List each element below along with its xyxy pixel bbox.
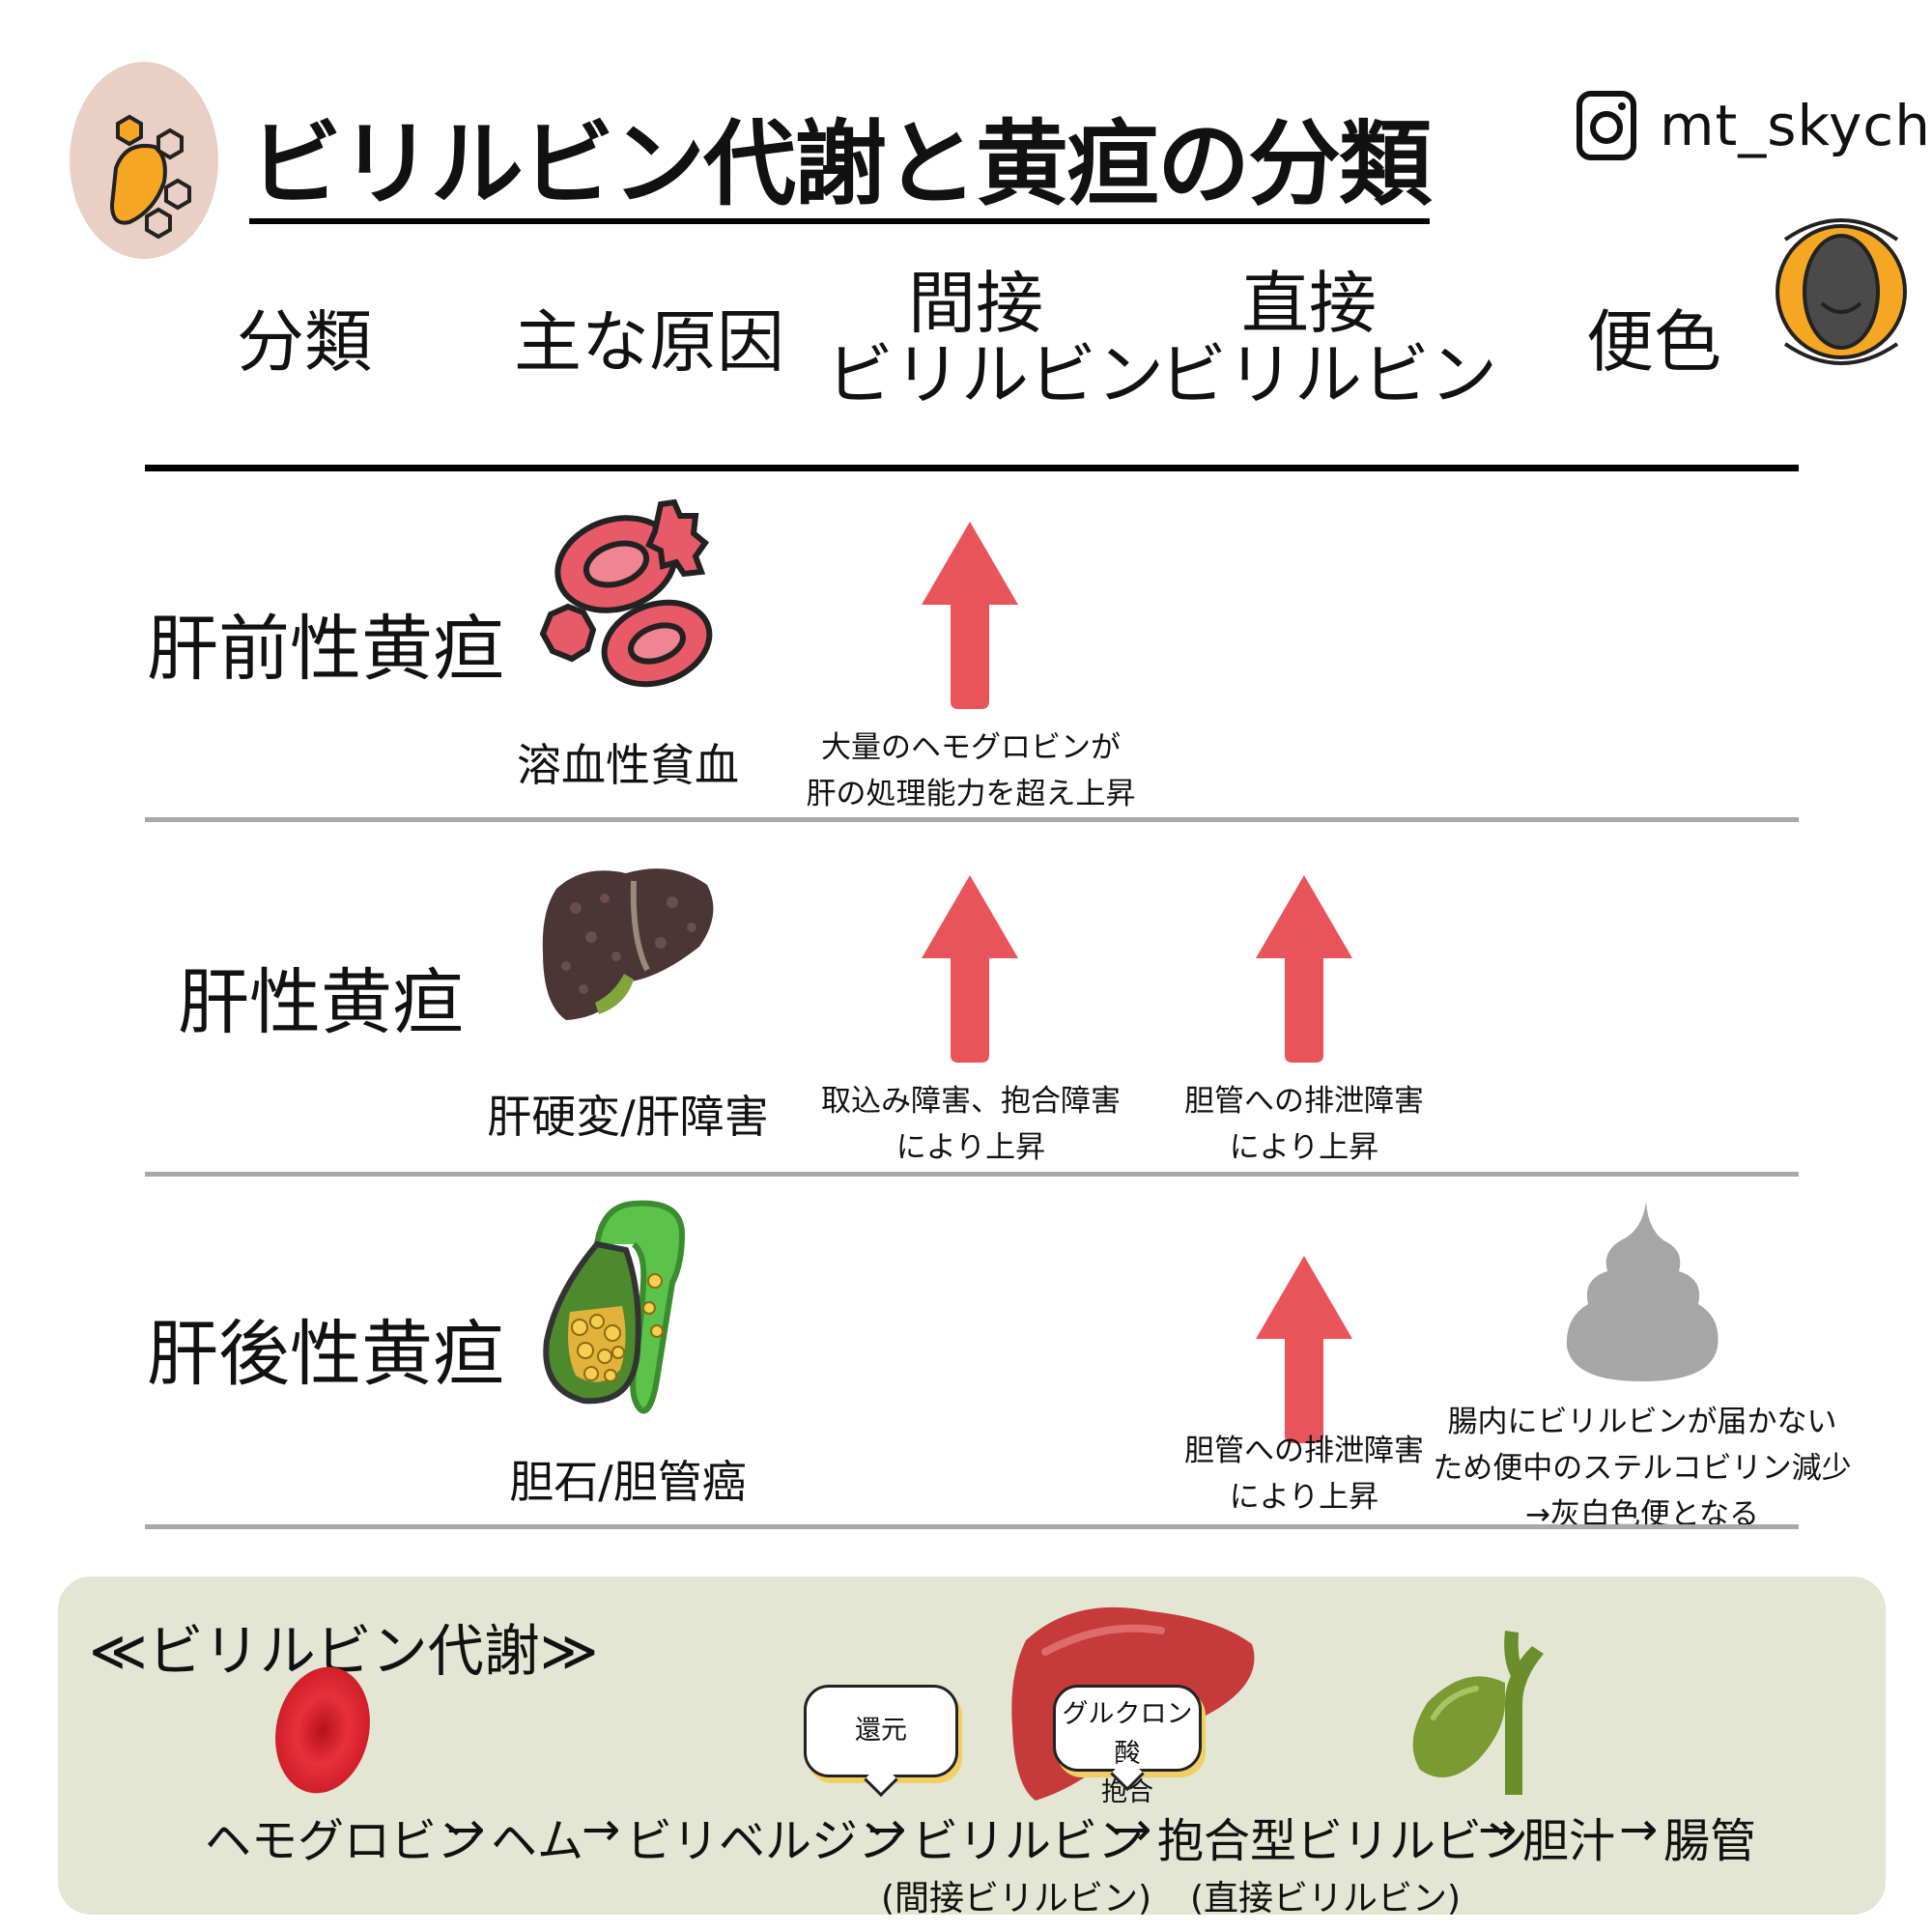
note-line: 胆管への排泄障害 <box>1184 1084 1424 1119</box>
flow-arrow: → <box>582 1803 621 1857</box>
row-divider <box>145 817 1799 822</box>
flow-arrow: → <box>446 1803 486 1857</box>
cirrhotic-liver-icon <box>542 868 714 1020</box>
header-indirect-line1: 間接 <box>908 264 1043 343</box>
flow-arrow: → <box>1619 1803 1659 1857</box>
cause-gallstone-cholangiocarcinoma: 胆石/胆管癌 <box>509 1456 747 1508</box>
sub-direct-bilirubin: (直接ビリルビン) <box>1190 1879 1462 1918</box>
flow-bilirubin: ビリルビン <box>912 1814 1145 1868</box>
row-label-posthepatic: 肝後性黄疸 <box>147 1313 504 1396</box>
flow-intestine: 腸管 <box>1663 1814 1757 1868</box>
note-prehepatic-indirect: 大量のヘモグロビンが 肝の処理能力を超え上昇 <box>802 724 1140 817</box>
flow-arrow: → <box>867 1803 907 1857</box>
gallbladder-icon <box>1412 1631 1544 1795</box>
note-line: 胆管への排泄障害 <box>1184 1434 1424 1468</box>
note-posthepatic-stool: 腸内にビリルビンが届かない ため便中のステルコビリン減少 →灰白色便となる <box>1430 1399 1855 1538</box>
header-indirect-bilirubin: 間接 ビリルビン <box>826 264 1164 414</box>
red-blood-cell-icon <box>539 498 713 688</box>
note-line: 腸内にビリルビンが届かない <box>1447 1405 1837 1439</box>
instagram-handle[interactable]: mt_skychi <box>1660 93 1932 158</box>
instagram-icon <box>1577 91 1636 160</box>
header-classification: 分類 <box>237 302 372 382</box>
header-direct-line1: 直接 <box>1241 264 1377 343</box>
erythrocyte-icon <box>275 1666 370 1794</box>
sub-indirect-bilirubin: (間接ビリルビン) <box>881 1879 1152 1918</box>
liver-hexagon-badge-icon <box>70 62 218 259</box>
note-line: 取込み障害、抱合障害 <box>821 1084 1121 1119</box>
flow-hemoglobin: ヘモグロビン <box>205 1814 484 1868</box>
cause-hemolytic-anemia: 溶血性貧血 <box>517 739 739 791</box>
row-label-hepatic: 肝性黄疸 <box>178 961 464 1044</box>
glucuronic-label: グルクロン酸 <box>1062 1699 1193 1769</box>
header-direct-bilirubin: 直接 ビリルビン <box>1159 264 1497 414</box>
note-line: により上昇 <box>1229 1480 1379 1516</box>
note-line: ため便中のステルコビリン減少 <box>1433 1451 1852 1487</box>
flow-heme: ヘム <box>491 1814 584 1868</box>
up-arrow-icon <box>1256 1256 1352 1443</box>
note-line: →灰白色便となる <box>1524 1497 1760 1533</box>
flow-arrow: → <box>1113 1803 1152 1857</box>
header-stool-color: 便色 <box>1586 302 1721 382</box>
cause-cirrhosis-liver-damage: 肝硬変/肝障害 <box>487 1091 769 1143</box>
flow-conjugated-bilirubin: 抱合型ビリルビン <box>1157 1814 1529 1868</box>
reduction-label: 還元 <box>855 1716 907 1746</box>
up-arrow-icon <box>1256 875 1352 1063</box>
note-hepatic-indirect: 取込み障害、抱合障害 により上昇 <box>802 1078 1140 1171</box>
row-divider <box>145 1172 1799 1177</box>
header-indirect-line2: ビリルビン <box>826 334 1164 414</box>
note-line: 大量のヘモグロビンが <box>821 730 1121 765</box>
note-posthepatic-direct: 胆管への排泄障害 により上昇 <box>1135 1428 1473 1520</box>
note-line: 肝の処理能力を超え上昇 <box>806 777 1136 812</box>
note-line: により上昇 <box>895 1130 1046 1166</box>
flow-bile: 胆汁 <box>1522 1814 1616 1868</box>
eye-icon <box>1776 218 1907 365</box>
reduction-bubble: 還元 <box>804 1685 958 1777</box>
header-cause: 主な原因 <box>514 302 784 382</box>
row-divider <box>145 1524 1799 1529</box>
up-arrow-icon <box>922 875 1018 1063</box>
flow-arrow: → <box>1478 1803 1518 1857</box>
note-line: により上昇 <box>1229 1130 1379 1166</box>
stool-icon <box>1566 1202 1719 1381</box>
flow-biliverdin: ビリベルジン <box>626 1814 905 1868</box>
row-label-prehepatic: 肝前性黄疸 <box>147 608 504 691</box>
page-title: ビリルビン代謝と黄疸の分類 <box>249 113 1432 224</box>
glucuronidation-bubble: グルクロン酸 抱合 <box>1053 1685 1202 1807</box>
header-direct-line2: ビリルビン <box>1159 334 1497 414</box>
header-divider <box>145 465 1799 471</box>
up-arrow-icon <box>922 522 1018 709</box>
note-hepatic-direct: 胆管への排泄障害 により上昇 <box>1135 1078 1473 1171</box>
gallbladder-stones-icon <box>543 1200 686 1414</box>
